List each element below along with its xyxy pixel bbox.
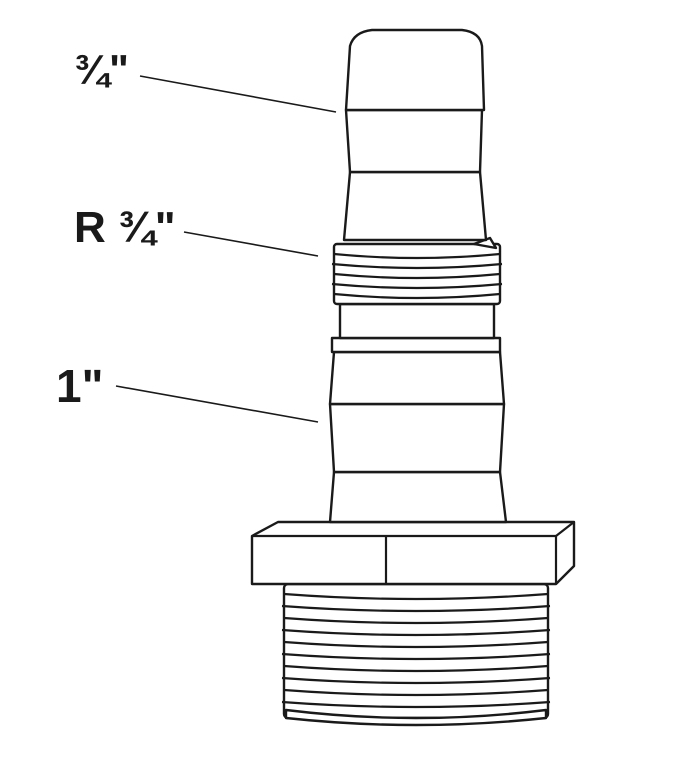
leader-thread-large: [115, 385, 319, 423]
leader-thread-r: [183, 231, 319, 257]
hose-tail-small: [342, 28, 488, 242]
hex-nut: [250, 520, 576, 586]
large-male-thread: [281, 582, 551, 727]
r-three-quarter-thread: [331, 236, 503, 340]
hose-tail-large: [328, 336, 508, 524]
label-thread-size-r: R ¾": [74, 203, 176, 252]
label-hose-tail-size: ¾": [74, 46, 129, 93]
label-thread-size-large: 1": [56, 360, 103, 412]
leader-hose-tail: [139, 75, 337, 113]
